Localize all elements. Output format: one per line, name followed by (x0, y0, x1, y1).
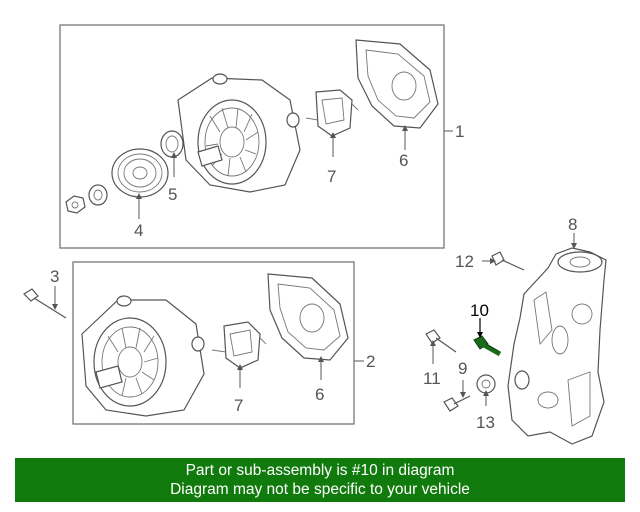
callout-6b[interactable]: 6 (315, 385, 324, 404)
callout-10[interactable]: 10 (470, 301, 489, 320)
callout-1[interactable]: 1 (455, 122, 464, 141)
bolt-10-part[interactable] (473, 335, 502, 357)
bolt-11-part (425, 329, 457, 353)
alternator-upper (177, 73, 301, 193)
pulley-part (111, 148, 169, 198)
callout-2[interactable]: 2 (366, 352, 375, 371)
banner-line-2: Diagram may not be specific to your vehi… (170, 481, 470, 498)
callout-7a[interactable]: 7 (327, 167, 336, 186)
callout-8[interactable]: 8 (568, 215, 577, 234)
bolt-3-part (23, 288, 67, 319)
assembly-box-1 (59, 24, 445, 249)
callout-11[interactable]: 11 (423, 369, 441, 388)
regulator-upper (305, 89, 359, 137)
banner-line-1: Part or sub-assembly is #10 in diagram (185, 462, 455, 479)
washer-part (88, 184, 108, 206)
callout-7b[interactable]: 7 (234, 396, 243, 415)
assembly-box-2 (72, 261, 355, 425)
regulator-lower (211, 321, 267, 369)
callout-5[interactable]: 5 (168, 185, 177, 204)
rear-cover-upper (355, 39, 439, 129)
bolt-9-part (443, 395, 471, 412)
ring-part (160, 130, 184, 158)
callout-4[interactable]: 4 (134, 221, 143, 240)
callout-13[interactable]: 13 (476, 413, 495, 432)
callout-6a[interactable]: 6 (399, 151, 408, 170)
nut-part (65, 195, 86, 214)
parts-diagram: 1 4 5 (23, 24, 607, 445)
info-banner: Part or sub-assembly is #10 in diagram D… (15, 458, 625, 502)
bolt-12-part (491, 251, 525, 271)
alternator-lower (81, 295, 205, 417)
callout-12[interactable]: 12 (455, 252, 474, 271)
callout-3[interactable]: 3 (50, 267, 59, 286)
callout-9[interactable]: 9 (458, 359, 467, 378)
rear-cover-lower (267, 273, 349, 361)
mounting-bracket-part (507, 247, 607, 445)
